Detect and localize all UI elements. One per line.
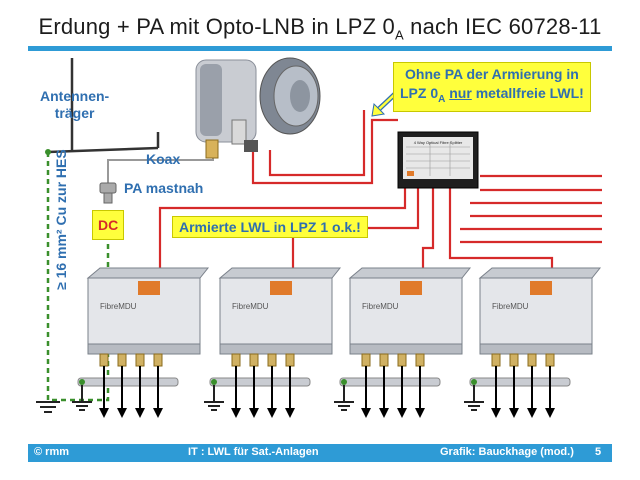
mdu-4-output-arrow-4	[545, 408, 555, 418]
ground-bar-terminal-1	[79, 379, 85, 385]
mdu-2-output-arrow-3	[267, 408, 277, 418]
optical-splitter	[397, 131, 479, 189]
antenna-mast-label: Antennen- träger	[40, 88, 110, 121]
mdu-3-connector-1	[361, 353, 371, 367]
mdu-brand-2: FibreMDU	[232, 302, 269, 311]
title-underline-bar	[28, 46, 612, 51]
mdu-1-connector-1	[99, 353, 109, 367]
mdu-3-connector-2	[379, 353, 389, 367]
coax-label: Koax	[146, 151, 181, 167]
ground-bar-terminal-4	[471, 379, 477, 385]
mdu-4-connector-3	[527, 353, 537, 367]
mdu-4-output-arrow-1	[491, 408, 501, 418]
mdu-1-connector-4	[153, 353, 163, 367]
mdu-2-output-arrow-4	[285, 408, 295, 418]
mdu-3-output-arrow-4	[415, 408, 425, 418]
ground-symbol-4	[464, 401, 484, 411]
footer-page-number: 5	[595, 446, 602, 458]
mdu-4-output-arrow-3	[527, 408, 537, 418]
mdu-4-connector-2	[509, 353, 519, 367]
mdu-4-output-arrow-2	[509, 408, 519, 418]
mdu-1-output-arrow-4	[153, 408, 163, 418]
dc-label: DC	[92, 210, 125, 240]
ground-symbol	[36, 401, 60, 413]
mdu-1-output-arrow-2	[117, 408, 127, 418]
footer-topic: IT : LWL für Sat.-Anlagen	[188, 446, 319, 458]
mdu-2-connector-1	[231, 353, 241, 367]
warning-line-2: LPZ 0A nur metallfreie LWL!	[400, 84, 584, 109]
warning-line-1: Ohne PA der Armierung in	[405, 66, 579, 82]
mdu-outputs	[72, 353, 571, 418]
title-text: Erdung + PA mit Opto-LNB in LPZ 0	[38, 14, 395, 39]
splitter-out-3	[421, 183, 435, 275]
pa-clamp	[99, 182, 117, 204]
mdu-3-connector-4	[415, 353, 425, 367]
warning-note: Ohne PA der Armierung in LPZ 0A nur meta…	[393, 62, 591, 112]
ground-bar-terminal-3	[341, 379, 347, 385]
ground-bar-3	[339, 377, 441, 387]
antenna-mast	[47, 58, 160, 154]
mdu-brand-4: FibreMDU	[492, 302, 529, 311]
armored-fibre-note: Armierte LWL in LPZ 1 o.k.!	[172, 216, 368, 238]
warning-line-2-under: nur	[449, 85, 472, 101]
ground-symbol-1	[72, 401, 92, 411]
mdu-1-output-arrow-1	[99, 408, 109, 418]
splitter-label: 4 Way Optical Fibre Splitter	[414, 140, 463, 145]
mdu-2-output-arrow-1	[231, 408, 241, 418]
splitter-out-1	[158, 183, 407, 275]
ground-symbol-2	[204, 401, 224, 411]
fibre-mdu-1: FibreMDU	[86, 267, 210, 355]
warning-arrow	[371, 92, 397, 117]
mdu-3-output-arrow-3	[397, 408, 407, 418]
fibre-mdu-4: FibreMDU	[478, 267, 602, 355]
mdu-4-connector-1	[491, 353, 501, 367]
footer-credit: Grafik: Bauckhage (mod.)	[440, 446, 574, 458]
fibre-mdu-3: FibreMDU	[348, 267, 472, 355]
splitter-out-4	[448, 183, 554, 275]
footer-bar: © rmm IT : LWL für Sat.-Anlagen Grafik: …	[28, 444, 612, 462]
mdu-1-connector-2	[117, 353, 127, 367]
ground-bar-1	[77, 377, 179, 387]
opto-lnb	[195, 57, 321, 159]
pa-near-mast-label: PA mastnah	[124, 180, 204, 196]
ground-wire-label: ≥ 16 mm² Cu zur HES	[53, 149, 69, 290]
fibre-mdu-2: FibreMDU	[218, 267, 342, 355]
ground-bar-2	[209, 377, 311, 387]
mdu-2-output-arrow-2	[249, 408, 259, 418]
slide-title: Erdung + PA mit Opto-LNB in LPZ 0A nach …	[0, 14, 640, 42]
warning-line-2-post: metallfreie LWL!	[471, 85, 584, 101]
armored-cable-from-lnb	[268, 110, 366, 177]
mdu-3-output-arrow-2	[379, 408, 389, 418]
mdu-3-output-arrow-1	[361, 408, 371, 418]
mdu-4-connector-4	[545, 353, 555, 367]
mdu-1-output-arrow-3	[135, 408, 145, 418]
title-suffix: nach IEC 60728-11	[403, 14, 602, 39]
mdu-2-connector-4	[285, 353, 295, 367]
mdu-3-connector-3	[397, 353, 407, 367]
warning-line-2-sub: A	[438, 93, 446, 105]
mdu-2-connector-2	[249, 353, 259, 367]
ground-symbol-3	[334, 401, 354, 411]
warning-line-2-pre: LPZ 0	[400, 85, 439, 101]
mdu-brand-3: FibreMDU	[362, 302, 399, 311]
title-subscript: A	[394, 27, 404, 43]
footer-copyright: © rmm	[34, 446, 70, 458]
lnb-to-splitter-cable	[251, 118, 398, 185]
mdu-2-connector-3	[267, 353, 277, 367]
ground-bar-4	[469, 377, 571, 387]
mdu-1-connector-3	[135, 353, 145, 367]
mdu-brand-1: FibreMDU	[100, 302, 137, 311]
ground-bar-terminal-2	[211, 379, 217, 385]
